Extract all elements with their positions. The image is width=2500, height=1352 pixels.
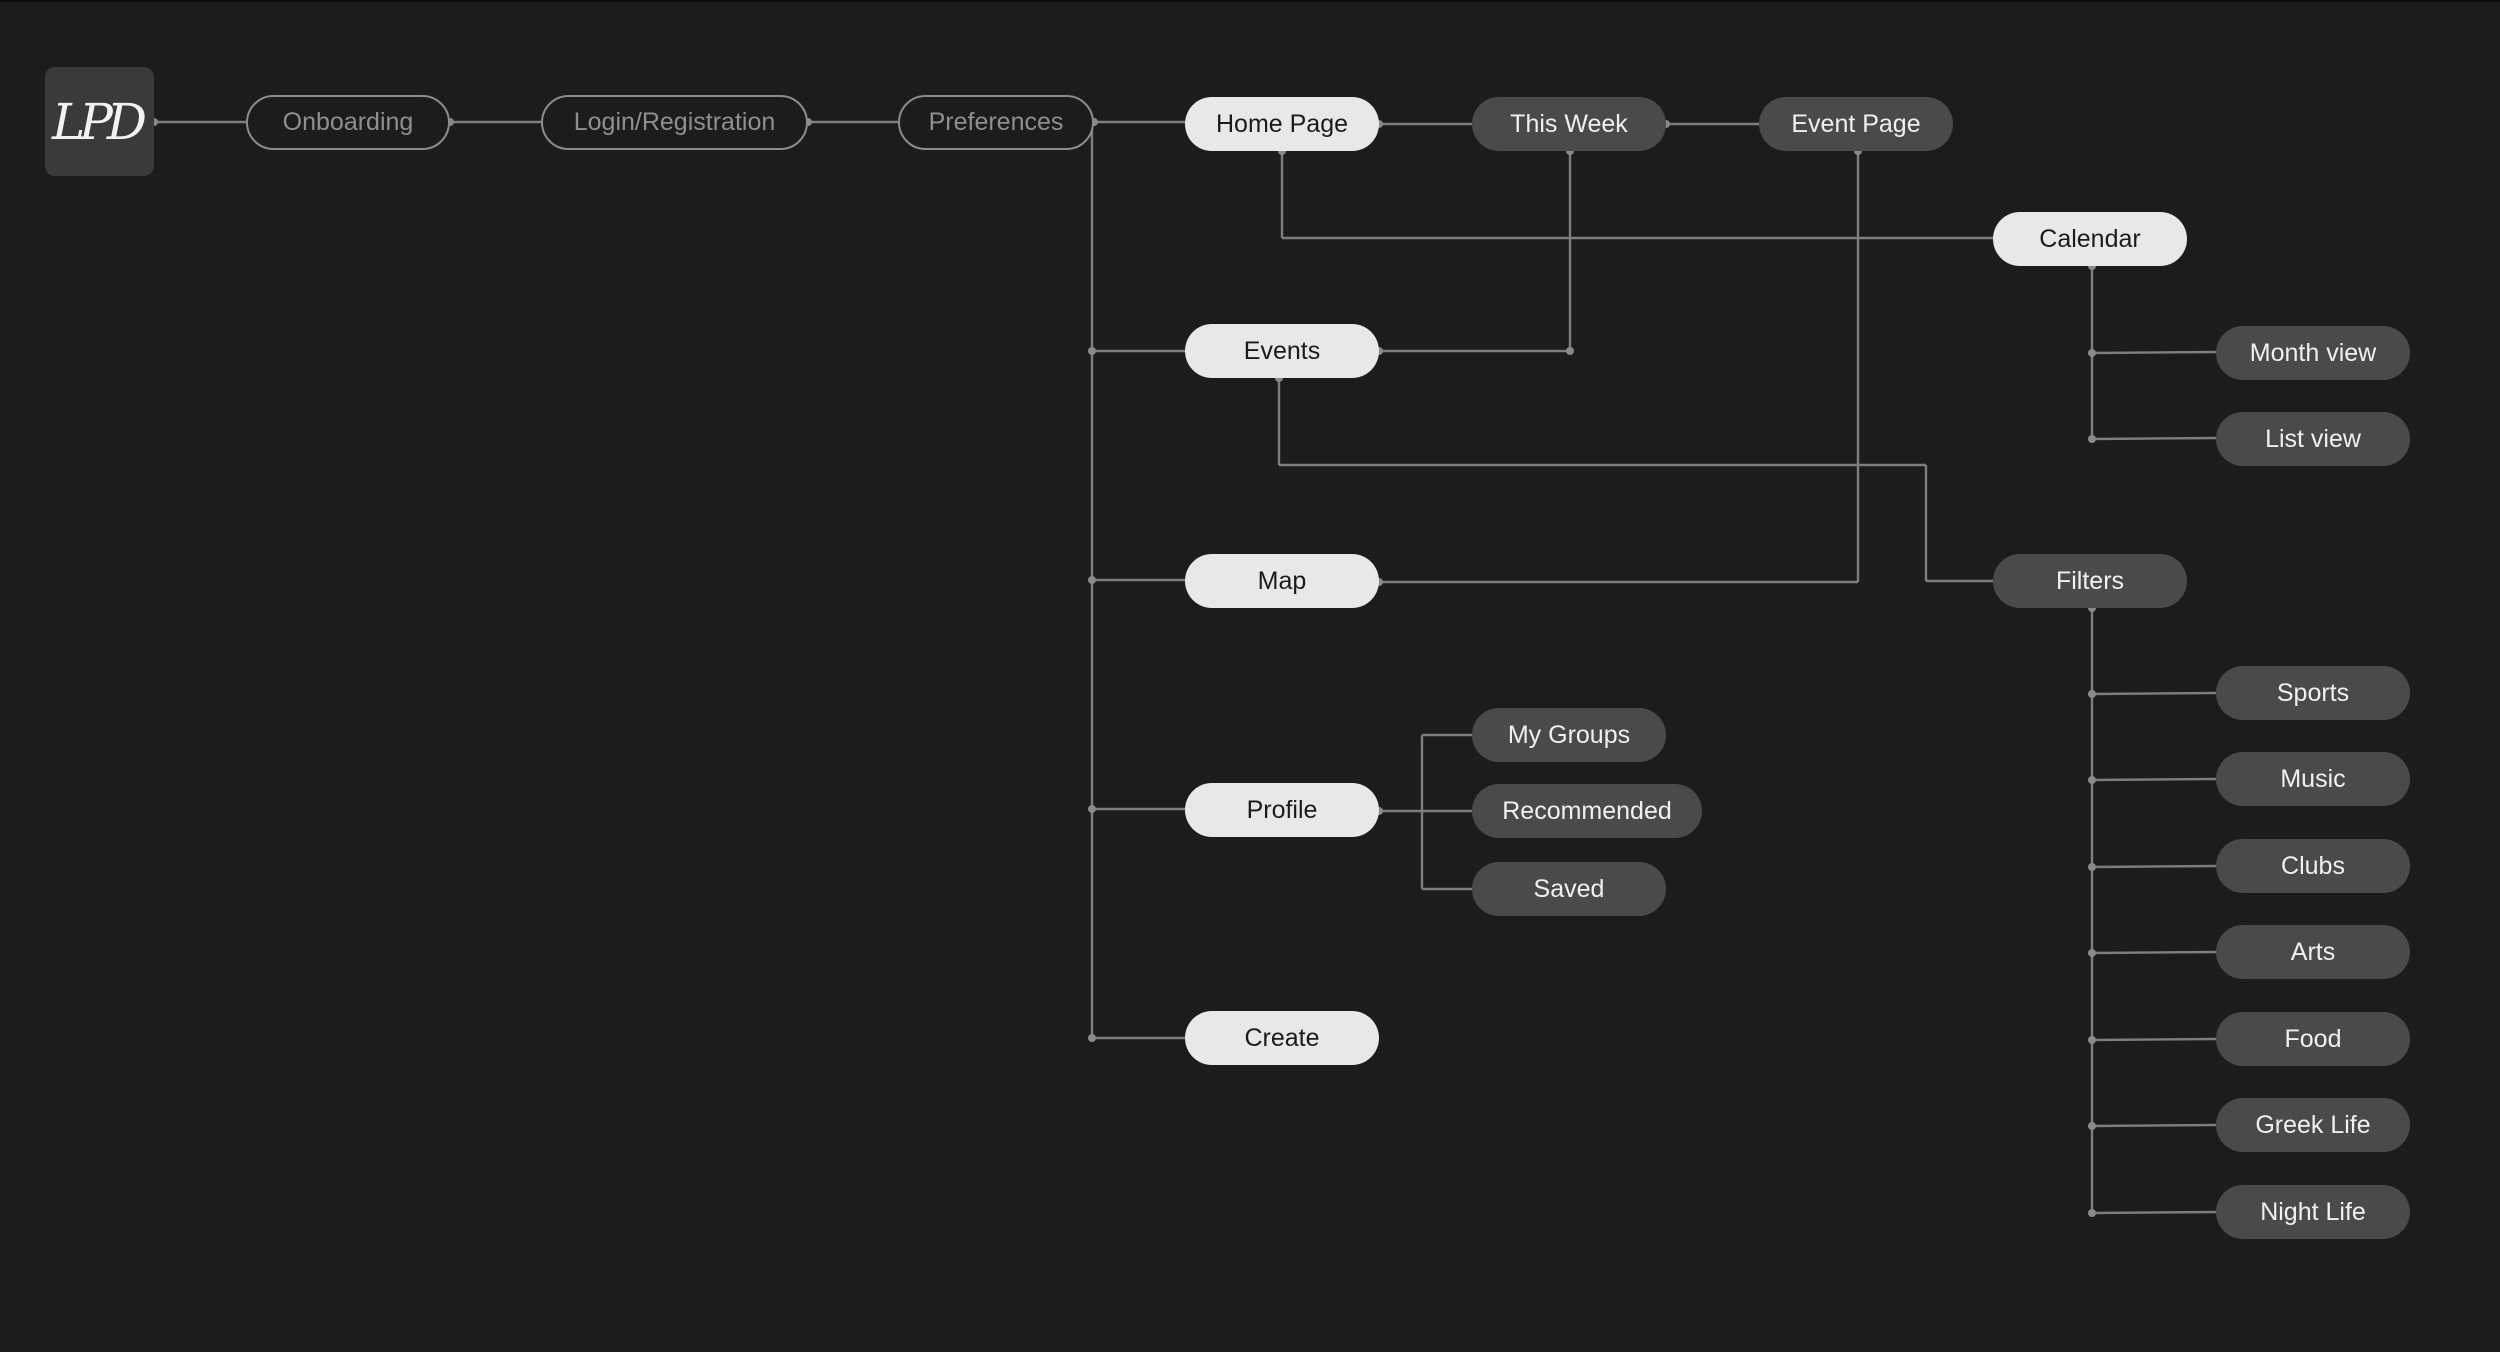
node-onboarding[interactable]: Onboarding [246, 95, 450, 150]
node-music[interactable]: Music [2216, 752, 2410, 806]
node-map[interactable]: Map [1185, 554, 1379, 608]
node-calendar[interactable]: Calendar [1993, 212, 2187, 266]
node-arts[interactable]: Arts [2216, 925, 2410, 979]
node-sports[interactable]: Sports [2216, 666, 2410, 720]
node-events[interactable]: Events [1185, 324, 1379, 378]
node-my-groups[interactable]: My Groups [1472, 708, 1666, 762]
node-event-page[interactable]: Event Page [1759, 97, 1953, 151]
app-logo: LPD [45, 67, 154, 176]
logo-mark: LPD [52, 92, 147, 151]
node-greek-life[interactable]: Greek Life [2216, 1098, 2410, 1152]
node-night-life[interactable]: Night Life [2216, 1185, 2410, 1239]
node-this-week[interactable]: This Week [1472, 97, 1666, 151]
node-saved[interactable]: Saved [1472, 862, 1666, 916]
node-clubs[interactable]: Clubs [2216, 839, 2410, 893]
node-list-view[interactable]: List view [2216, 412, 2410, 466]
node-create[interactable]: Create [1185, 1011, 1379, 1065]
node-preferences[interactable]: Preferences [898, 95, 1094, 150]
node-login-registration[interactable]: Login/Registration [541, 95, 808, 150]
node-recommended[interactable]: Recommended [1472, 784, 1702, 838]
node-food[interactable]: Food [2216, 1012, 2410, 1066]
node-profile[interactable]: Profile [1185, 783, 1379, 837]
node-month-view[interactable]: Month view [2216, 326, 2410, 380]
node-home-page[interactable]: Home Page [1185, 97, 1379, 151]
node-filters[interactable]: Filters [1993, 554, 2187, 608]
